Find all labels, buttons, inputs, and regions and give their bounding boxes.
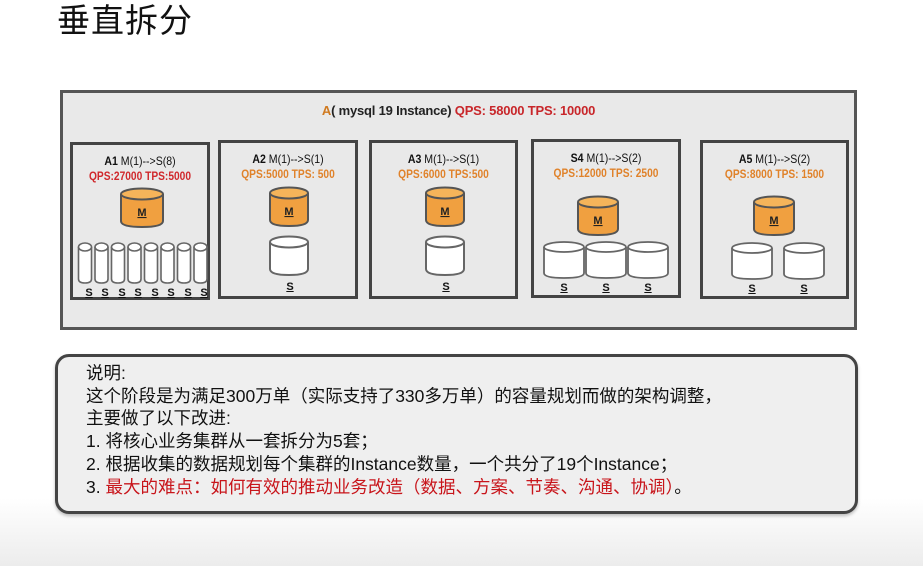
slave-label: S xyxy=(101,287,109,299)
master-db-icon: M xyxy=(119,187,165,229)
cluster-a5: A5 M(1)-->S(2) QPS:8000 TPS: 1500 M S S xyxy=(700,140,849,299)
cluster-metrics: QPS:5000 TPS: 500 xyxy=(241,167,335,181)
slave-label: S xyxy=(748,283,756,295)
cluster-topology: M(1)-->S(2) xyxy=(586,151,642,165)
improvement-item-2: 2. 根据收集的数据规划每个集群的Instance数量，一个共分了19个Inst… xyxy=(86,453,678,474)
cluster-id: A1 xyxy=(104,154,118,168)
slave-db-icons xyxy=(543,241,669,279)
cluster-topology: M(1)-->S(1) xyxy=(268,152,324,166)
group-label: ( mysql 19 Instance) xyxy=(331,103,452,118)
slave-label: S xyxy=(286,281,294,293)
cluster-metrics: QPS:12000 TPS: 2500 xyxy=(553,166,659,180)
svg-text:M: M xyxy=(769,215,778,227)
cluster-a2: A2 M(1)-->S(1) QPS:5000 TPS: 500 M S xyxy=(218,140,358,299)
slave-db-row xyxy=(77,241,209,285)
group-header: A( mysql 19 Instance) QPS: 58000 TPS: 10… xyxy=(63,103,854,118)
slave-label: S xyxy=(85,287,93,299)
group-tps: TPS: 10000 xyxy=(527,103,596,118)
description-line: 这个阶段是为满足300万单（实际支持了330多万单）的容量规划而做的架构调整， xyxy=(86,385,722,406)
svg-text:M: M xyxy=(593,215,602,227)
group-qps: QPS: 58000 xyxy=(454,103,525,118)
cluster-a3: A3 M(1)-->S(1) QPS:6000 TPS:500 M S xyxy=(369,140,518,299)
master-db-icon: M xyxy=(424,186,466,228)
svg-text:M: M xyxy=(440,206,449,218)
item-number: 3. xyxy=(86,476,106,497)
slave-label: S xyxy=(167,287,175,299)
slave-label: S xyxy=(644,282,652,294)
master-db-icon: M xyxy=(576,195,620,237)
master-db-icon: M xyxy=(752,195,796,237)
slave-label: S xyxy=(560,282,568,294)
slave-label: S xyxy=(118,287,126,299)
cluster-title: A5 M(1)-->S(2) xyxy=(712,152,838,166)
cluster-title: A1 M(1)-->S(8) xyxy=(81,154,199,168)
slave-db-icon xyxy=(268,235,310,277)
svg-text:M: M xyxy=(137,207,146,219)
cluster-a1: A1 M(1)-->S(8) QPS:27000 TPS:5000 M S S … xyxy=(70,142,210,300)
cluster-title: A2 M(1)-->S(1) xyxy=(229,152,347,166)
slave-label: S xyxy=(151,287,159,299)
slave-label: S xyxy=(602,282,610,294)
master-db-icon: M xyxy=(268,186,310,228)
slide-title: 垂直拆分 xyxy=(57,1,193,40)
cluster-id: A3 xyxy=(407,152,422,166)
cluster-metrics: QPS:6000 TPS:500 xyxy=(398,167,489,181)
cluster-id: A2 xyxy=(252,152,266,166)
cluster-metrics: QPS:8000 TPS: 1500 xyxy=(724,167,825,181)
cluster-topology: M(1)-->S(2) xyxy=(755,152,811,166)
cluster-title: S4 M(1)-->S(2) xyxy=(543,151,670,165)
description-heading: 说明: xyxy=(86,363,126,383)
slave-db-row xyxy=(542,240,674,285)
slave-db-icon xyxy=(424,235,466,277)
slave-label: S xyxy=(134,287,142,299)
description-text: 说明: 这个阶段是为满足300万单（实际支持了330多万单）的容量规划而做的架构… xyxy=(86,362,722,498)
cluster-id: S4 xyxy=(570,151,584,165)
cluster-s4: S4 M(1)-->S(2) QPS:12000 TPS: 2500 M S S… xyxy=(531,139,681,298)
slave-label: S xyxy=(800,283,808,295)
item-highlight: 最大的难点：如何有效的推动业务改造（数据、方案、节奏、沟通、协调） xyxy=(105,476,675,497)
improvement-item-1: 1. 将核心业务集群从一套拆分为5套； xyxy=(86,431,378,452)
item-suffix: 。 xyxy=(674,476,692,497)
cluster-topology: M(1)-->S(1) xyxy=(424,152,480,166)
group-id: A xyxy=(321,103,332,118)
svg-text:M: M xyxy=(284,206,293,218)
cluster-title: A3 M(1)-->S(1) xyxy=(381,152,507,166)
cluster-id: A5 xyxy=(738,152,753,166)
cluster-metrics: QPS:27000 TPS:5000 xyxy=(88,169,192,183)
slave-label: S xyxy=(442,281,450,293)
slave-label: S xyxy=(184,287,192,299)
improvement-item-3: 3. 最大的难点：如何有效的推动业务改造（数据、方案、节奏、沟通、协调）。 xyxy=(86,476,722,499)
slave-db-row xyxy=(730,241,828,286)
description-line: 主要做了以下改进: xyxy=(86,408,231,429)
cluster-topology: M(1)-->S(8) xyxy=(120,154,176,168)
slave-label: S xyxy=(200,287,208,299)
slave-db-icons xyxy=(77,242,208,284)
description-box: 说明: 这个阶段是为满足300万单（实际支持了330多万单）的容量规划而做的架构… xyxy=(55,354,858,514)
slave-db-icons xyxy=(731,242,825,280)
